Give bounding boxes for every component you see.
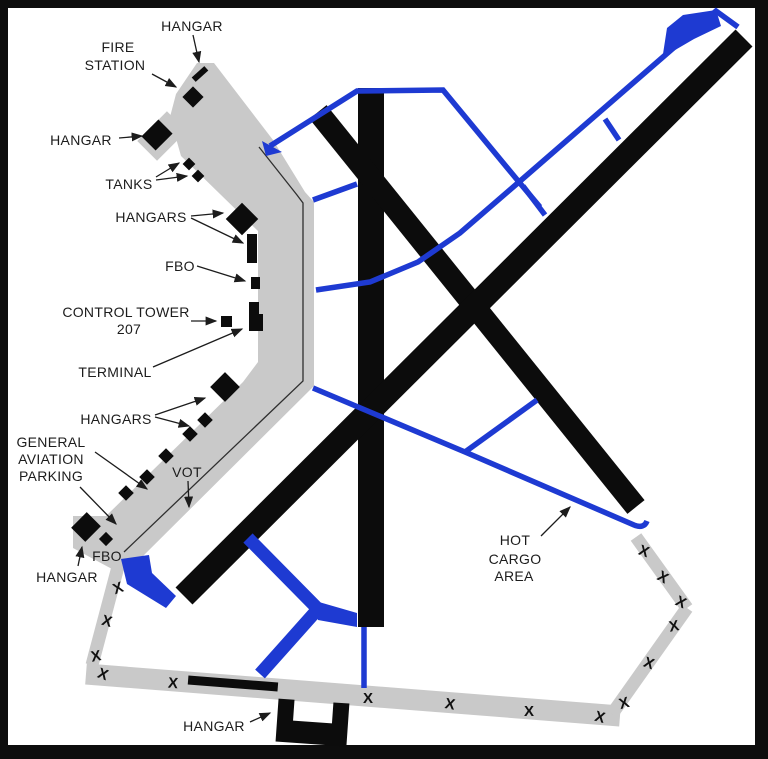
label-hot-cargo-line1: HOT bbox=[500, 532, 531, 548]
label-hangars-upper: HANGARS bbox=[115, 209, 186, 225]
terminal-building bbox=[249, 302, 263, 331]
closed-marker: X bbox=[617, 694, 631, 713]
taxiway-pad-runway-west-end bbox=[121, 555, 176, 608]
closed-perimeter-taxiway bbox=[85, 533, 693, 727]
perimeter-segment-south bbox=[85, 663, 621, 727]
closed-runway-bar bbox=[187, 675, 279, 692]
terminal-apron bbox=[73, 63, 314, 569]
closed-markers-group: X X X X X X X X X X X X X X X bbox=[90, 542, 689, 727]
closed-marker: X bbox=[167, 675, 178, 693]
taxiway-connector-diagonal bbox=[463, 397, 539, 455]
label-ga-parking-line3: PARKING bbox=[19, 468, 83, 484]
arrow-hangar-top bbox=[192, 34, 202, 64]
label-fbo-lower: FBO bbox=[92, 548, 122, 564]
runways-group bbox=[175, 29, 753, 627]
label-terminal: TERMINAL bbox=[78, 364, 151, 380]
hangar-small-building-1 bbox=[197, 412, 213, 428]
label-tanks: TANKS bbox=[105, 176, 152, 192]
control-tower-building bbox=[221, 316, 232, 327]
arrow-terminal bbox=[152, 328, 244, 368]
closed-marker: X bbox=[363, 690, 373, 707]
label-vot: VOT bbox=[172, 464, 202, 480]
label-fire-station-line1: FIRE bbox=[101, 39, 134, 55]
label-hangars-lower: HANGARS bbox=[80, 411, 151, 427]
hangar-large-upper-building bbox=[225, 202, 259, 236]
fbo-upper-building bbox=[251, 277, 260, 289]
arrow-tanks-2 bbox=[155, 172, 189, 182]
perimeter-segment-southeast bbox=[606, 604, 693, 718]
arrow-ga-parking-2 bbox=[79, 486, 117, 525]
fbo-lower-building bbox=[98, 531, 114, 547]
taxiway-pad-runway-south-end bbox=[312, 600, 357, 627]
closed-marker: X bbox=[100, 612, 114, 631]
arrow-ga-parking-1 bbox=[94, 451, 149, 490]
arrow-hangar-bottom bbox=[249, 712, 272, 723]
label-ga-parking-line2: AVIATION bbox=[18, 451, 84, 467]
label-control-tower-line2: 207 bbox=[117, 321, 141, 337]
arrow-fbo-upper bbox=[196, 265, 247, 283]
taxiway-hot-cargo bbox=[311, 385, 650, 530]
arrow-hangar-bottom-left bbox=[75, 545, 85, 567]
fire-station-building bbox=[182, 86, 204, 108]
taxiway-connector-mid bbox=[520, 184, 548, 217]
label-hangar-bottom: HANGAR bbox=[183, 718, 245, 734]
leader-arrows-group bbox=[75, 34, 571, 723]
label-fire-station-line2: STATION bbox=[85, 57, 146, 73]
arrow-hangars-lower-1 bbox=[154, 397, 207, 416]
closed-marker: X bbox=[444, 695, 457, 713]
taxiway-holding-pad-northeast bbox=[663, 10, 721, 54]
labels-group: HANGAR FIRE STATION HANGAR TANKS HANGARS… bbox=[16, 18, 541, 734]
hangar-small-building-2 bbox=[182, 426, 198, 442]
closed-marker: X bbox=[593, 708, 607, 727]
ga-shelter-building-1 bbox=[158, 448, 174, 464]
hangar-west-building bbox=[141, 119, 173, 151]
label-hangar-top: HANGAR bbox=[161, 18, 223, 34]
arrow-fire-station bbox=[151, 73, 178, 88]
tank-building-1 bbox=[182, 157, 196, 171]
hangar-bar-building bbox=[247, 234, 257, 263]
label-hot-cargo-line3: AREA bbox=[494, 568, 534, 584]
taxiway-connector-apron bbox=[312, 181, 358, 203]
label-hot-cargo-line2: CARGO bbox=[489, 551, 542, 567]
label-fbo-upper: FBO bbox=[165, 258, 195, 274]
hangar-south-building bbox=[275, 698, 350, 747]
closed-marker: X bbox=[90, 647, 103, 665]
label-hangar-left: HANGAR bbox=[50, 132, 112, 148]
closed-marker: X bbox=[524, 703, 534, 720]
perimeter-segment-west bbox=[85, 561, 126, 667]
arrow-hangar-left bbox=[118, 132, 144, 142]
hangar-large-lower-building bbox=[210, 372, 240, 402]
arrow-hangars-upper-2 bbox=[190, 217, 245, 244]
label-ga-parking-line1: GENERAL bbox=[16, 434, 85, 450]
label-control-tower-line1: CONTROL TOWER bbox=[62, 304, 189, 320]
label-hangar-bottom-left: HANGAR bbox=[36, 569, 98, 585]
taxiway-apron-throat bbox=[262, 141, 282, 156]
taxiways-group bbox=[121, 7, 740, 688]
closed-marker: X bbox=[668, 617, 681, 635]
hangar-southwest-building bbox=[71, 512, 101, 542]
hangar-north-building bbox=[191, 66, 209, 82]
arrow-vot bbox=[184, 480, 194, 509]
perimeter-segment-northeast bbox=[630, 533, 693, 612]
arrow-hot-cargo bbox=[540, 506, 571, 537]
taxiway-connector-upper bbox=[602, 117, 622, 142]
arrow-hangars-upper-1 bbox=[190, 209, 225, 219]
arrow-hangars-lower-2 bbox=[154, 416, 191, 428]
tank-building-2 bbox=[191, 169, 205, 183]
runway-southwest-northeast bbox=[175, 29, 753, 605]
apron-edge-line bbox=[123, 146, 304, 553]
arrow-tanks-1 bbox=[155, 162, 181, 178]
